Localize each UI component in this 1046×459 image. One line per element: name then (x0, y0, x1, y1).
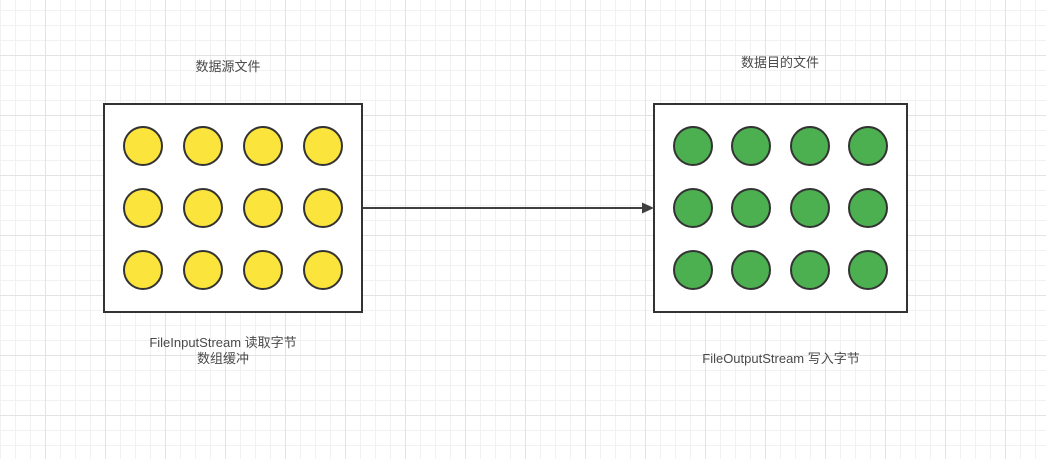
destination-file-title: 数据目的文件 (740, 55, 820, 70)
byte-dot (123, 250, 163, 290)
byte-dot-row (123, 188, 343, 228)
byte-dot (243, 250, 283, 290)
byte-dot (847, 188, 888, 228)
source-stream-caption-line2: 数组缓冲 (196, 351, 249, 366)
byte-dot (243, 126, 283, 166)
source-stream-caption: FileInputStream 读取字节 数组缓冲 (149, 335, 296, 367)
byte-dot (303, 250, 343, 290)
byte-dot-row (673, 188, 888, 228)
byte-dot (789, 188, 830, 228)
byte-dot (303, 188, 343, 228)
byte-dot-row (123, 126, 343, 166)
byte-dot-row (673, 250, 888, 290)
byte-dot (673, 126, 713, 166)
byte-dot (673, 188, 713, 228)
byte-dot (123, 126, 163, 166)
byte-dot-row (673, 126, 888, 166)
byte-dot (789, 250, 830, 290)
byte-dot (789, 126, 830, 166)
byte-dot (673, 250, 713, 290)
byte-dot (183, 188, 223, 228)
byte-dot (183, 126, 223, 166)
destination-stream-caption: FileOutputStream 写入字节 (702, 351, 860, 366)
byte-dot (303, 126, 343, 166)
byte-dot-row (123, 250, 343, 290)
byte-dot (847, 250, 888, 290)
byte-dot (731, 250, 772, 290)
byte-dot (183, 250, 223, 290)
source-file-box (103, 103, 363, 313)
flow-arrow-head (642, 202, 654, 214)
source-stream-caption-line1: FileInputStream 读取字节 (149, 335, 297, 350)
flow-arrow (363, 202, 654, 214)
byte-dot (847, 126, 888, 166)
destination-file-box (653, 103, 908, 313)
byte-dot (731, 188, 772, 228)
byte-dot (123, 188, 163, 228)
source-file-title: 数据源文件 (195, 59, 261, 74)
byte-dot (243, 188, 283, 228)
byte-dot (731, 126, 772, 166)
